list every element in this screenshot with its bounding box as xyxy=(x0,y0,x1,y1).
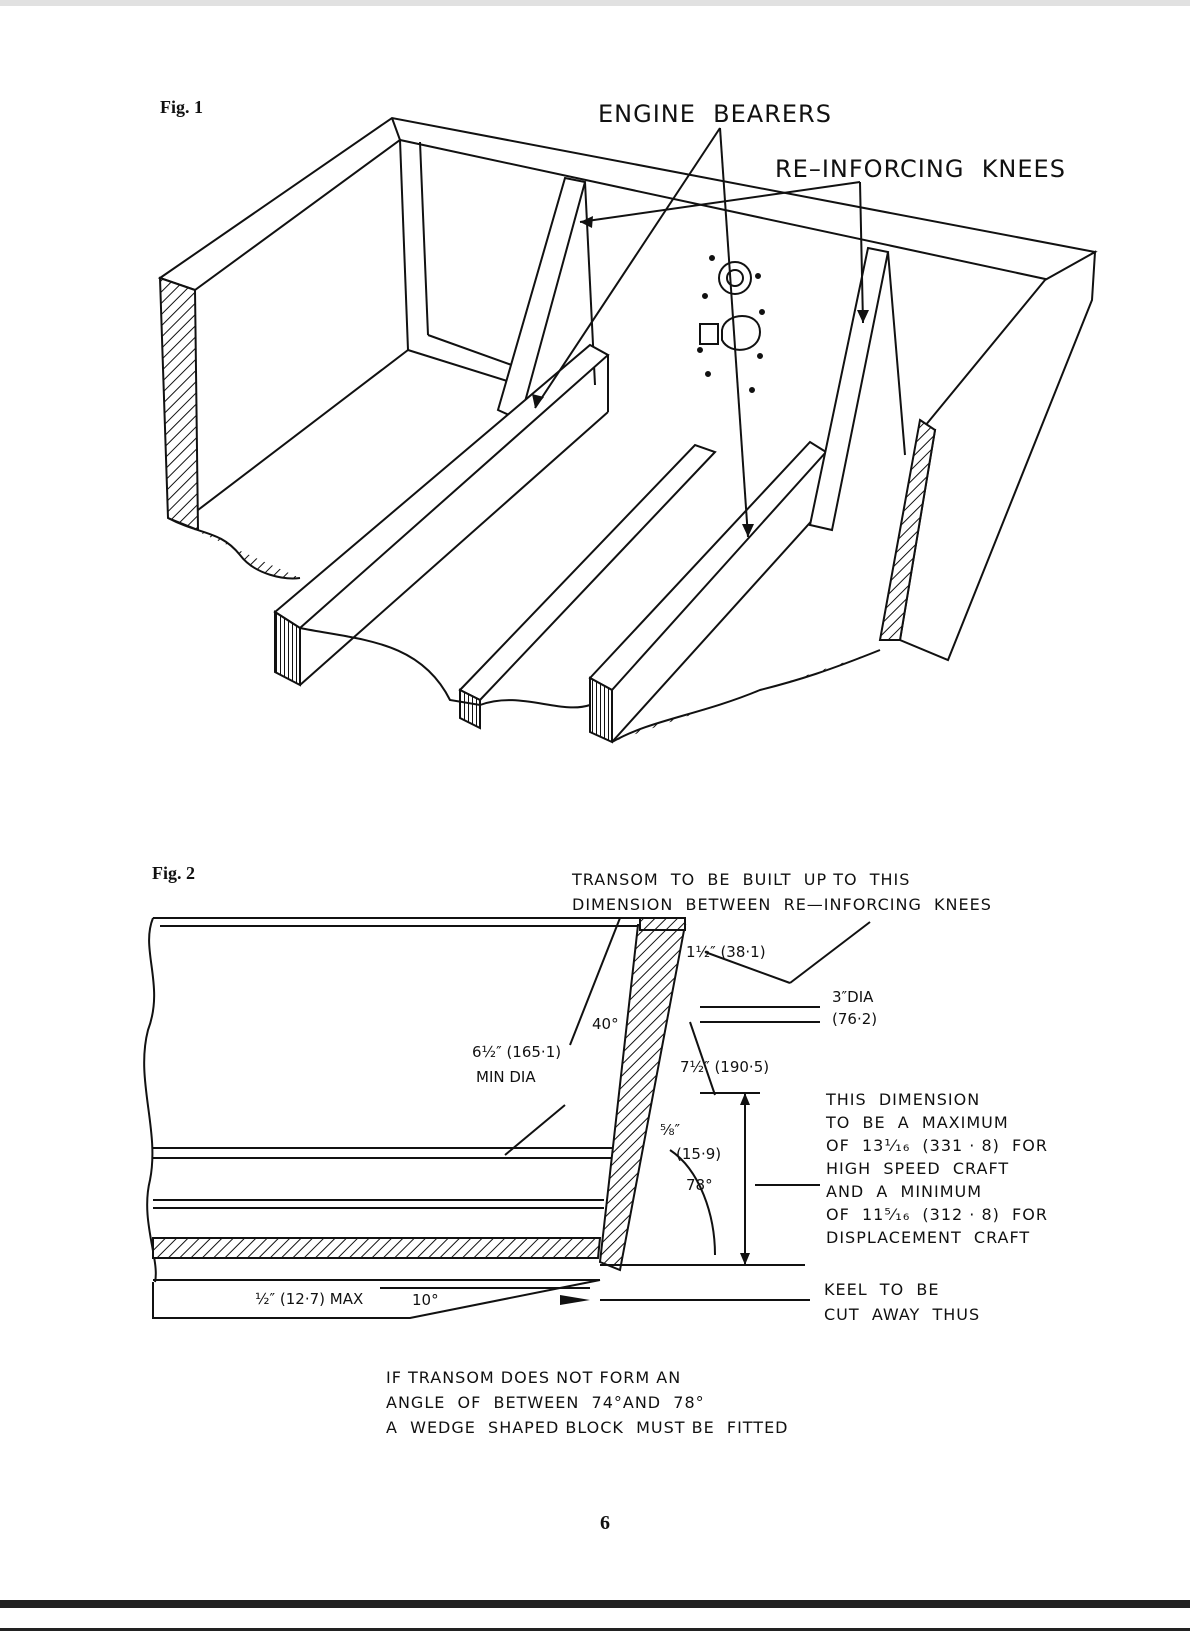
note-line: OF 13¹⁄₁₆ (331 · 8) FOR xyxy=(826,1136,1048,1155)
fig1-label: Fig. 1 xyxy=(160,97,203,117)
transom-note-line-2: DIMENSION BETWEEN RE—INFORCING KNEES xyxy=(572,895,992,914)
angle-10: 10° xyxy=(412,1291,439,1309)
note-line: TO BE A MAXIMUM xyxy=(826,1113,1009,1132)
reinforcing-knees-label: RE–INFORCING KNEES xyxy=(775,155,1066,183)
page-number: 6 xyxy=(600,1512,610,1534)
angle-40: 40° xyxy=(592,1015,619,1033)
dim-5-8-inch: ⅝″ xyxy=(660,1121,681,1139)
dim-5-8-mm: (15·9) xyxy=(676,1145,722,1163)
min-dia-label: MIN DIA xyxy=(476,1068,536,1086)
note-line: HIGH SPEED CRAFT xyxy=(826,1159,1010,1178)
angle-78: 78° xyxy=(686,1176,713,1194)
wedge-note-line-1: IF TRANSOM DOES NOT FORM AN xyxy=(386,1368,682,1387)
keel-note-line-2: CUT AWAY THUS xyxy=(824,1305,981,1324)
dim-7-5-inch: 7½″ (190·5) xyxy=(680,1058,770,1076)
note-line: THIS DIMENSION xyxy=(826,1090,981,1109)
dim-1-5-inch: 1½″ (38·1) xyxy=(686,943,766,961)
note-line: DISPLACEMENT CRAFT xyxy=(826,1228,1031,1247)
dim-3-dia: 3″DIA xyxy=(832,988,874,1006)
engine-bearers-label: ENGINE BEARERS xyxy=(598,100,832,128)
fig2-label: Fig. 2 xyxy=(152,863,195,883)
dim-half-inch-max: ½″ (12·7) MAX xyxy=(255,1290,364,1308)
dim-6-5-inch: 6½″ (165·1) xyxy=(472,1043,562,1061)
wedge-note-line-2: ANGLE OF BETWEEN 74°AND 78° xyxy=(386,1393,705,1412)
fig2-drawing xyxy=(143,917,871,1319)
keel-note-line-1: KEEL TO BE xyxy=(824,1280,940,1299)
wedge-note-line-3: A WEDGE SHAPED BLOCK MUST BE FITTED xyxy=(386,1418,789,1437)
note-line: OF 11⁵⁄₁₆ (312 · 8) FOR xyxy=(826,1205,1048,1224)
dim-3-dia-mm: (76·2) xyxy=(832,1010,878,1028)
note-line: AND A MINIMUM xyxy=(826,1182,983,1201)
transom-note-line-1: TRANSOM TO BE BUILT UP TO THIS xyxy=(572,870,911,889)
